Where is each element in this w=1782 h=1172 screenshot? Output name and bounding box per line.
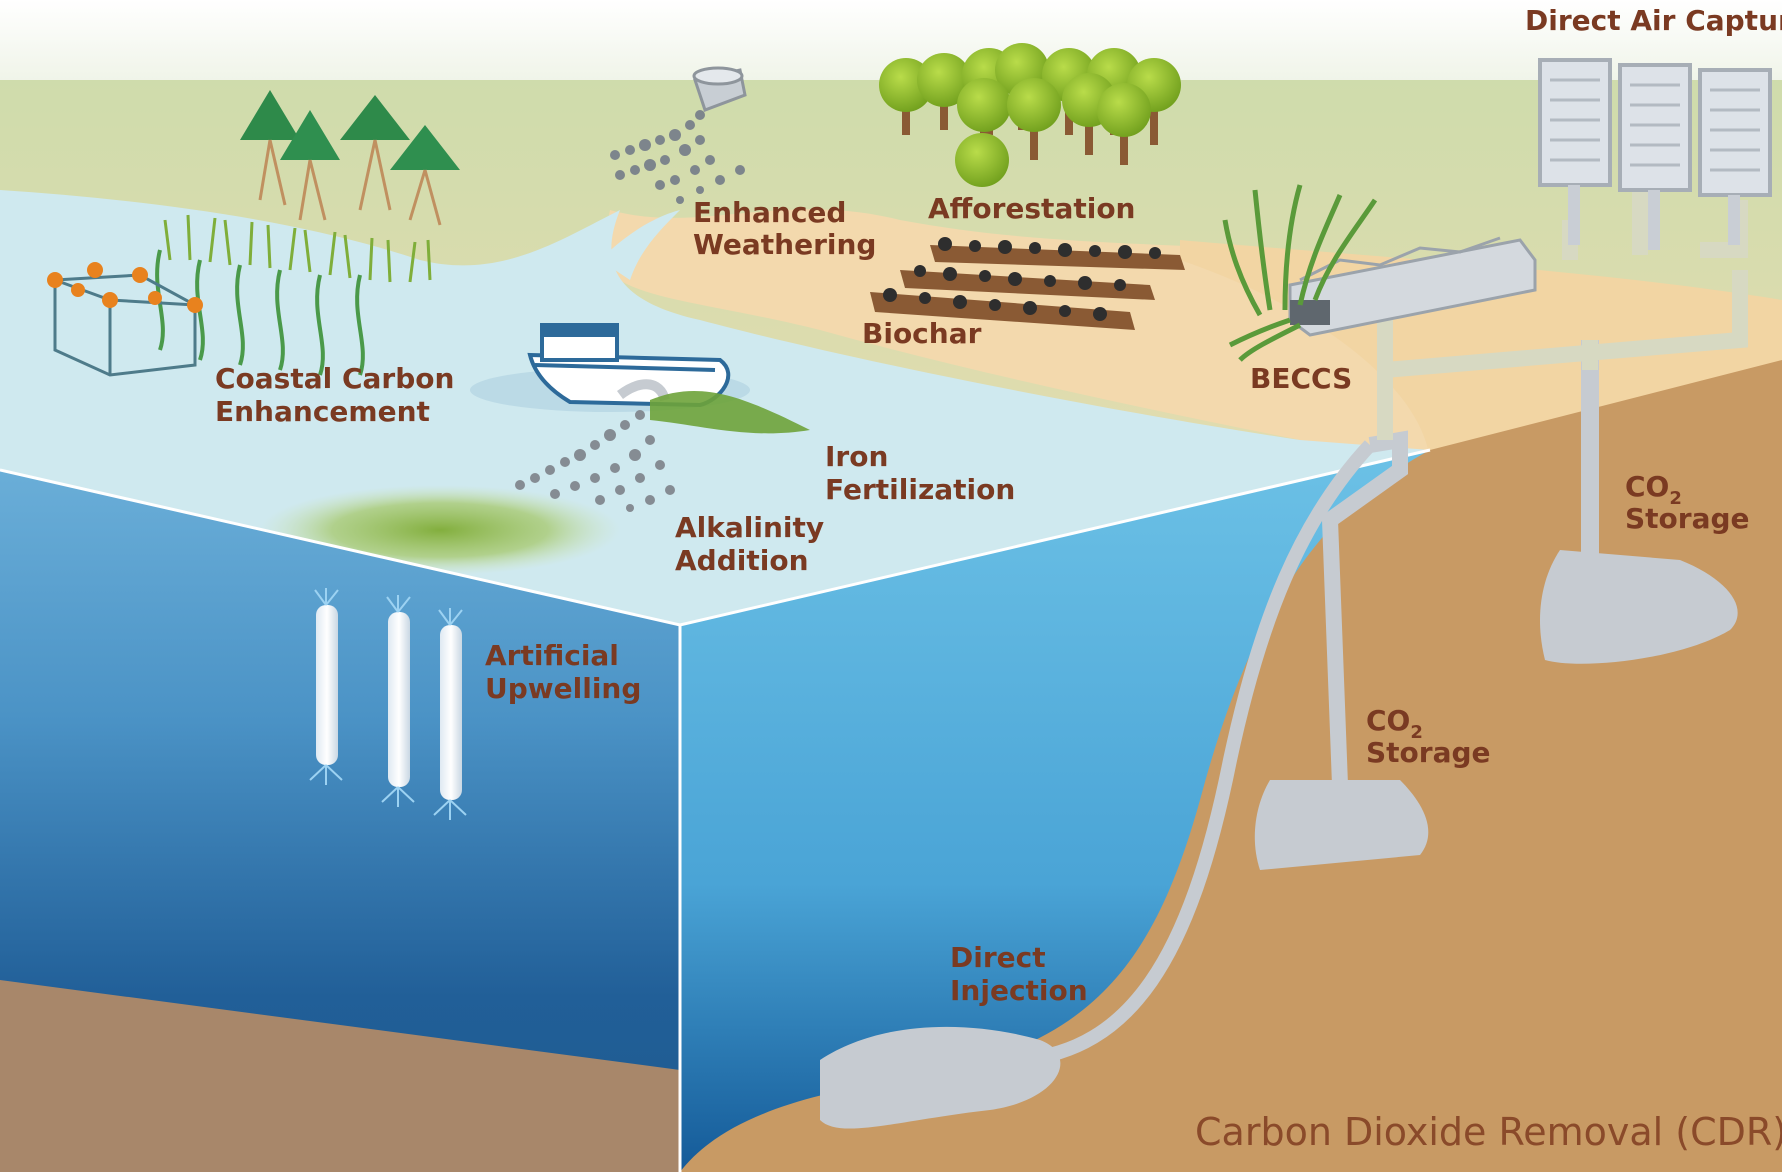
label-storage-right: Storage <box>1625 502 1750 535</box>
label-co2-storage-mid: CO2 <box>1366 704 1423 743</box>
label-direct-injection-line1: Direct <box>950 941 1046 974</box>
label-alkalinity-line1: Alkalinity <box>675 511 824 544</box>
direct-air-capture-units <box>1538 58 1772 250</box>
label-biochar: Biochar <box>862 317 982 350</box>
label-iron-fertilization-line1: Iron <box>825 440 888 473</box>
biochar-rows <box>870 237 1185 330</box>
direct-injection-pipe <box>1019 440 1376 1067</box>
label-coastal-carbon-line1: Coastal Carbon <box>215 362 454 395</box>
injection-plume <box>820 1026 1061 1129</box>
mangrove-trees <box>240 90 460 226</box>
upwelling-tubes <box>309 588 467 820</box>
storage-reservoir-mid <box>1254 780 1429 870</box>
label-enhanced-weathering-line1: Enhanced <box>693 196 846 229</box>
ocean-front-face <box>0 470 680 1172</box>
label-upwelling-line2: Upwelling <box>485 672 641 705</box>
storage-pipe-mid <box>1321 430 1408 786</box>
label-beccs: BECCS <box>1250 362 1352 395</box>
alkalinity-rocks <box>515 410 675 512</box>
kelp <box>155 249 365 376</box>
label-alkalinity-line2: Addition <box>675 544 809 577</box>
energy-crops <box>1222 184 1378 362</box>
label-direct-injection-line2: Injection <box>950 974 1088 1007</box>
enhanced-weathering-bucket <box>692 66 747 112</box>
label-afforestation: Afforestation <box>928 192 1135 225</box>
diagram-title: Carbon Dioxide Removal (CDR) <box>1195 1110 1782 1154</box>
seabed <box>0 980 680 1172</box>
label-co2-storage-right: CO2 <box>1625 470 1682 509</box>
label-enhanced-weathering-line2: Weathering <box>693 228 876 261</box>
label-coastal-carbon-line2: Enhancement <box>215 395 430 428</box>
label-storage-mid: Storage <box>1366 736 1491 769</box>
kelp-frame <box>47 262 203 377</box>
label-upwelling-line1: Artificial <box>485 639 619 672</box>
ocean-side-face <box>680 450 1430 1172</box>
weathering-rocks <box>610 110 745 204</box>
label-iron-fertilization-line2: Fertilization <box>825 473 1015 506</box>
storage-reservoir-right <box>1540 550 1738 664</box>
afforestation-trees <box>879 43 1181 187</box>
label-direct-air-capture: Direct Air Capture <box>1525 4 1782 37</box>
inlet-stream <box>600 210 680 280</box>
seagrass <box>163 214 432 283</box>
iron-plume <box>650 391 810 434</box>
beccs-plant <box>1288 236 1537 337</box>
